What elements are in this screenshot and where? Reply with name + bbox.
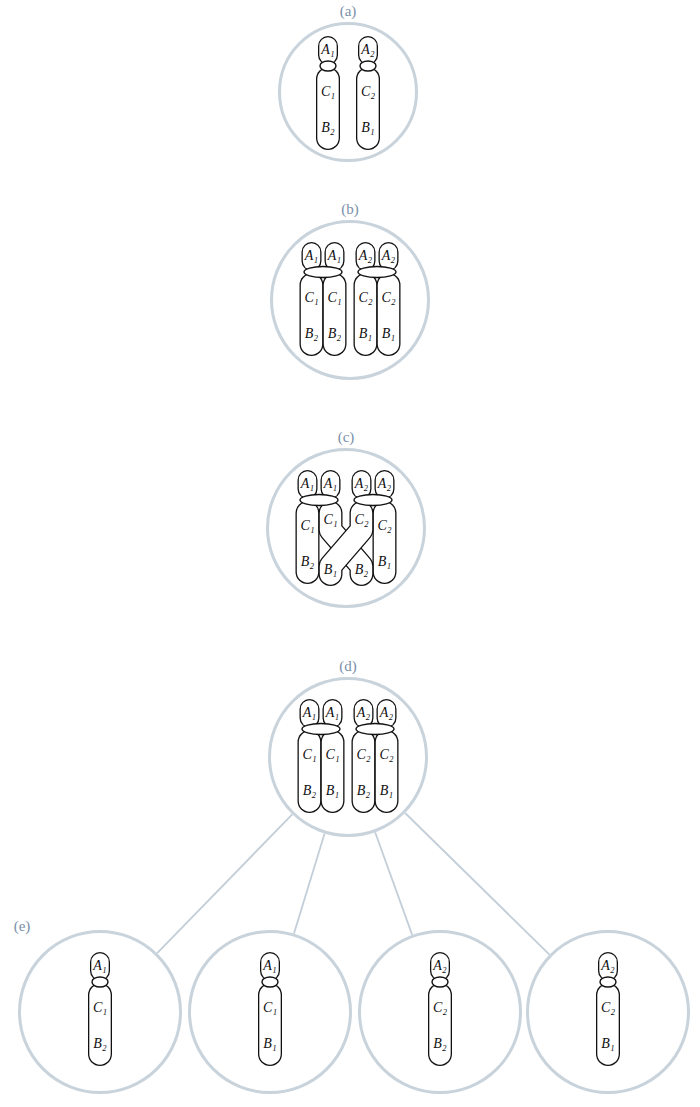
allele-label: B₁ [359,327,372,341]
cell: A₂ C₂ B₂ [358,930,522,1094]
allele-label: C₂ [358,291,372,305]
allele-label: A₂ [382,249,395,263]
allele-label: B₂ [433,1037,446,1051]
chromosome [320,46,376,138]
cell-outline [270,220,430,380]
panel-label: (d) [339,659,357,674]
allele-label: A₂ [601,959,614,973]
cell-outline [266,448,426,608]
allele-label: C₁ [327,291,341,305]
cell-outline [272,222,429,379]
allele-label: A₂ [380,706,393,720]
chromosome [262,962,278,1054]
allele-label: A₁ [93,959,106,973]
allele-label: A₁ [303,706,316,720]
cell-outline [360,932,521,1093]
chromosome [304,252,396,344]
allele-label: C₁ [325,748,339,762]
allele-label: B₁ [380,784,393,798]
panel-label: (c) [338,430,355,445]
chromosome [92,962,108,1054]
allele-label: B₁ [601,1037,614,1051]
panel-label: (e) [14,919,31,934]
cell-outline [278,22,418,162]
cell: (a)A₁C₁B₂A₂C₂B₁ [278,22,418,162]
chromosome [432,962,448,1054]
allele-label: A₁ [324,477,337,491]
allele-label: C₁ [263,1001,277,1015]
cell-outline [190,932,351,1093]
cell: (c)A₁A₁C₁C₁B₂B₂A₂A₂C₂C₂B₁B₁ [266,448,426,608]
allele-label: A₁ [328,249,341,263]
cell-outline [528,932,689,1093]
allele-label: C₁ [93,1001,107,1015]
cell-outline [268,450,425,607]
allele-label: C₁ [323,513,337,527]
cell-outline [20,932,181,1093]
allele-label: A₁ [263,959,276,973]
cell-outline [268,677,428,837]
connector-line [375,832,412,935]
allele-label: A₁ [326,706,339,720]
allele-label: C₂ [361,85,375,99]
allele-label: B₂ [303,784,316,798]
allele-label: B₂ [355,563,368,577]
allele-label: B₁ [263,1037,276,1051]
cell: A₁ C₁ B₂ [18,930,182,1094]
allele-label: A₂ [355,477,368,491]
allele-label: B₂ [357,784,370,798]
allele-label: A₂ [357,706,370,720]
allele-label: A₁ [321,43,334,57]
allele-label: A₂ [361,43,374,57]
allele-label: B₂ [301,555,314,569]
allele-label: C₂ [381,291,395,305]
allele-label: A₂ [359,249,372,263]
allele-label: A₂ [433,959,446,973]
chromosome [300,480,392,574]
allele-label: C₂ [354,513,368,527]
cell: A₁ C₁ B₁ [188,930,352,1094]
allele-label: B₁ [361,121,374,135]
allele-label: B₁ [378,555,391,569]
allele-label: B₂ [93,1037,106,1051]
panel-label: (a) [340,4,357,19]
allele-label: A₂ [378,477,391,491]
allele-label: A₁ [305,249,318,263]
allele-label: C₁ [302,748,316,762]
cell: A₂ C₂ B₁ [526,930,690,1094]
allele-label: C₂ [379,748,393,762]
allele-label: C₂ [601,1001,615,1015]
allele-label: B₂ [305,327,318,341]
allele-label: C₁ [321,85,335,99]
cell: (d)A₁A₁C₁C₁B₂B₁A₂A₂C₂C₂B₂B₁ [268,677,428,837]
allele-label: A₁ [301,477,314,491]
chromosome [302,709,394,801]
panel-label: (b) [341,202,359,217]
allele-label: B₂ [328,327,341,341]
allele-label: C₁ [300,519,314,533]
allele-label: C₂ [433,1001,447,1015]
cell: (b)A₁A₁C₁C₁B₂B₂A₂A₂C₂C₂B₁B₁ [270,220,430,380]
allele-label: C₂ [356,748,370,762]
allele-label: C₂ [377,519,391,533]
connector-line [294,834,325,934]
allele-label: B₂ [321,121,334,135]
allele-label: B₁ [326,784,339,798]
cell-outline [270,679,427,836]
allele-label: B₁ [324,563,337,577]
chromosome [600,962,616,1054]
cell-outline [280,24,417,161]
allele-label: B₁ [382,327,395,341]
allele-label: C₁ [304,291,318,305]
